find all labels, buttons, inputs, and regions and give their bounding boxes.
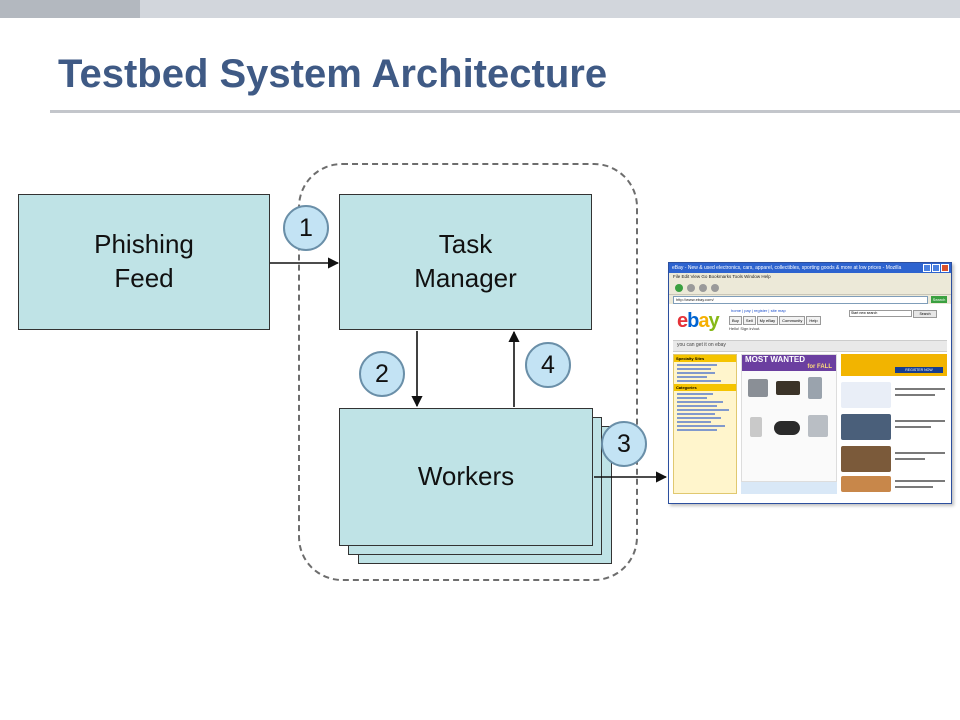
- site-search-button: Search: [913, 310, 937, 318]
- task-manager-label: Task Manager: [414, 229, 517, 293]
- tab-sell: Sell: [742, 316, 756, 325]
- left-sidebar: Specialty Sites Categories: [673, 354, 737, 494]
- title-divider: [50, 110, 960, 113]
- categories-header: Categories: [674, 384, 736, 391]
- product-image: [750, 417, 762, 437]
- step-badge-4: 4: [525, 342, 571, 388]
- most-wanted-banner: MOST WANTED for FALL: [742, 355, 836, 371]
- reload-icon: [699, 283, 707, 292]
- product-image: [774, 421, 800, 435]
- step-badge-3: 3: [601, 421, 647, 467]
- tab-help: Help: [806, 316, 821, 325]
- register-now-button: REGISTER NOW: [895, 367, 943, 373]
- system-boundary: [298, 163, 638, 581]
- site-search-input: Start new search: [849, 310, 912, 317]
- address-field: http://www.ebay.com/: [673, 295, 928, 304]
- top-links: home | pay | register | site map: [731, 308, 786, 313]
- site-nav-tabs: Buy Sell My eBay Community Help: [729, 316, 821, 325]
- browser-window-title: eBay - New & used electronics, cars, app…: [672, 265, 902, 271]
- browser-screenshot: eBay - New & used electronics, cars, app…: [668, 262, 952, 504]
- browser-page: ebay home | pay | register | site map Bu…: [669, 304, 951, 494]
- phishing-feed-label: Phishing Feed: [94, 229, 194, 293]
- header-bar: [0, 0, 960, 18]
- stop-icon: [711, 283, 719, 292]
- minimize-icon: [923, 264, 931, 272]
- workers-label: Workers: [417, 461, 515, 492]
- product-image: [808, 377, 822, 399]
- workers-node: Workers: [339, 408, 593, 546]
- back-icon: [675, 283, 683, 292]
- task-manager-node: Task Manager: [339, 194, 592, 330]
- step-badge-1: 1: [283, 205, 329, 251]
- header-bar-accent: [0, 0, 140, 18]
- phishing-feed-node: Phishing Feed: [18, 194, 270, 330]
- tab-community: Community: [779, 316, 806, 325]
- browser-search-button: Search: [931, 296, 947, 303]
- product-image: [748, 379, 768, 397]
- ad-image: [841, 476, 891, 492]
- browser-toolbar: [669, 281, 951, 295]
- step-badge-2: 2: [359, 351, 405, 397]
- ebay-logo: ebay: [677, 310, 720, 332]
- product-image: [776, 381, 800, 395]
- ad-image: [841, 446, 891, 472]
- forward-icon: [687, 283, 695, 292]
- tagline: you can get it on ebay: [677, 342, 726, 348]
- right-column: REGISTER NOW: [841, 354, 947, 494]
- close-icon: [941, 264, 949, 272]
- hello-text: Hello! Sign in/out.: [729, 326, 761, 331]
- browser-title-bar: eBay - New & used electronics, cars, app…: [669, 263, 951, 273]
- category-bar: [673, 340, 947, 352]
- promo-strip: [741, 482, 837, 494]
- tab-my-ebay: My eBay: [756, 316, 779, 325]
- ad-image: [841, 414, 891, 440]
- window-controls: [923, 264, 949, 272]
- browser-menu-bar: File Edit View Go Bookmarks Tools Window…: [669, 273, 951, 281]
- browser-address-row: http://www.ebay.com/ Search: [669, 295, 951, 304]
- specialty-sites-header: Specialty Sites: [674, 355, 736, 362]
- product-image: [808, 415, 828, 437]
- ad-image: [841, 382, 891, 408]
- featured-panel: MOST WANTED for FALL: [741, 354, 837, 482]
- maximize-icon: [932, 264, 940, 272]
- tab-buy: Buy: [729, 316, 742, 325]
- page-title: Testbed System Architecture: [58, 52, 608, 96]
